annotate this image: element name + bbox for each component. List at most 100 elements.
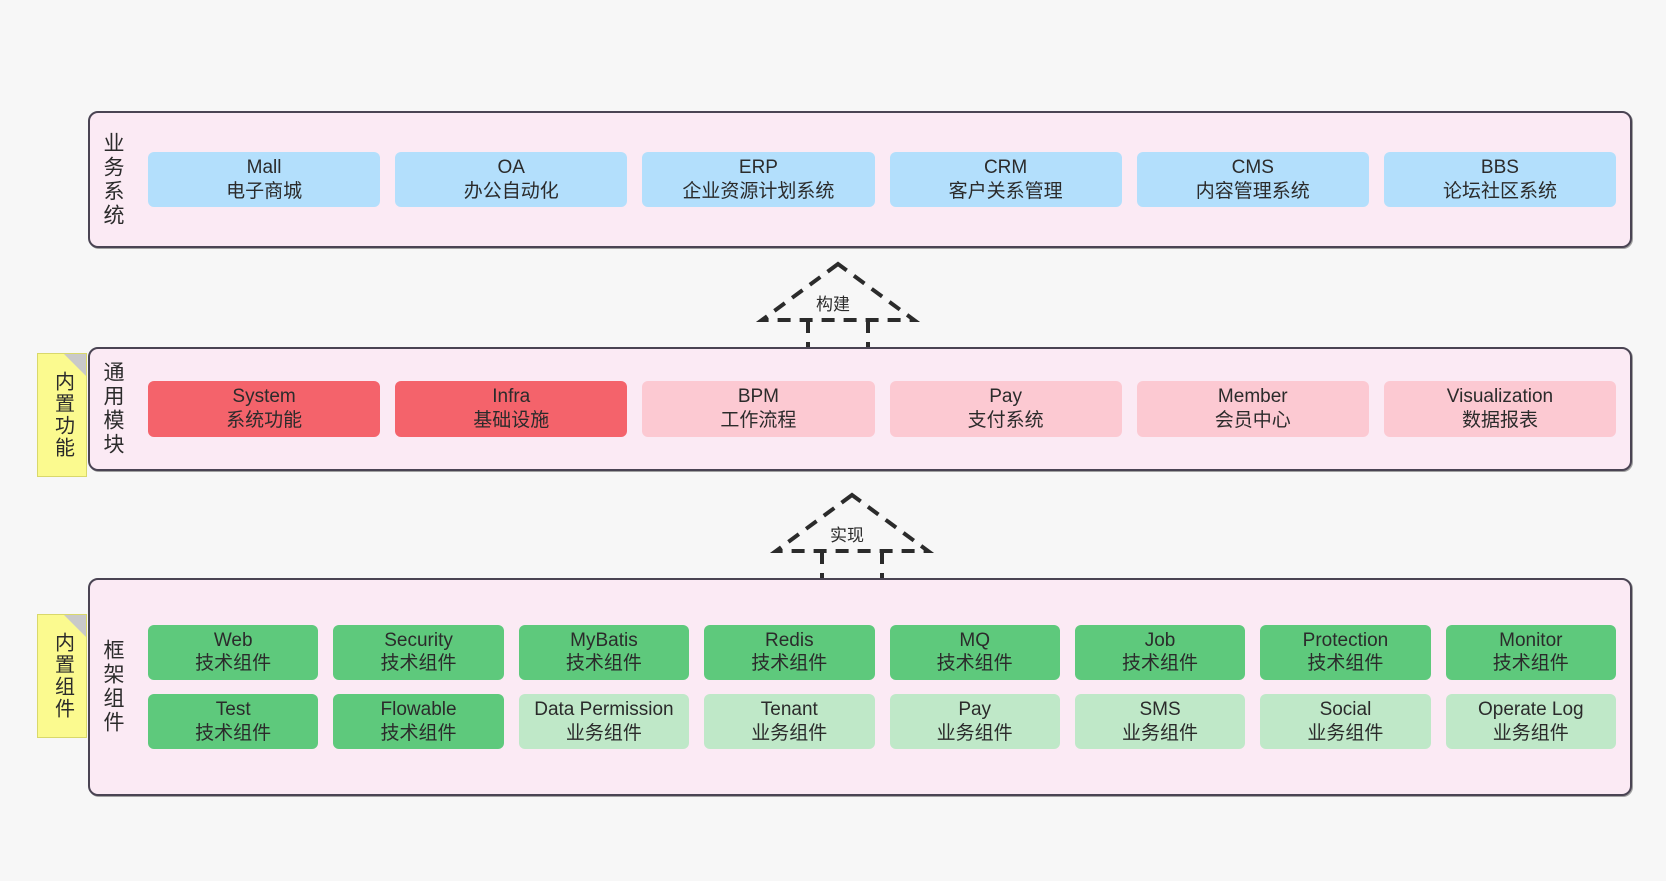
- box-title-cn: 业务组件: [751, 722, 828, 744]
- box-title-cn: 业务组件: [1122, 722, 1199, 744]
- box-title-en: Infra: [492, 386, 531, 408]
- box-crm[interactable]: CRM 客户关系管理: [889, 151, 1122, 208]
- box-security[interactable]: Security 技术组件: [333, 624, 504, 680]
- box-title-en: ERP: [738, 156, 778, 178]
- box-pay[interactable]: Pay 支付系统: [889, 381, 1122, 437]
- box-bbs[interactable]: BBS 论坛社区系统: [1383, 151, 1617, 208]
- box-system[interactable]: System 系统功能: [148, 381, 381, 437]
- box-title-cn: 电子商城: [226, 180, 303, 202]
- box-title-en: Member: [1217, 386, 1288, 408]
- box-title-en: SMS: [1139, 699, 1181, 720]
- layer-business-system[interactable]: 业务系统 Mall 电子商城 OA 办公自动化 ERP 企业资源计划系统 CRM…: [88, 111, 1632, 248]
- box-title-en: Job: [1144, 629, 1176, 651]
- box-title-cn: 技术组件: [936, 653, 1013, 675]
- box-title-en: Protection: [1302, 629, 1389, 651]
- box-infra[interactable]: Infra 基础设施: [395, 381, 628, 437]
- box-flowable[interactable]: Flowable 技术组件: [333, 694, 504, 750]
- box-title-cn: 数据报表: [1461, 410, 1538, 431]
- box-pay-biz[interactable]: Pay 业务组件: [889, 694, 1060, 750]
- box-title-cn: 支付系统: [967, 410, 1044, 431]
- box-protection[interactable]: Protection 技术组件: [1260, 624, 1431, 680]
- layer-title-framework-component: 框架组件: [101, 639, 125, 735]
- note-fold-icon: [64, 615, 86, 637]
- box-title-en: Pay: [989, 386, 1022, 408]
- box-mybatis[interactable]: MyBatis 技术组件: [518, 624, 690, 680]
- box-title-en: Tenant: [760, 699, 818, 720]
- box-tenant[interactable]: Tenant 业务组件: [704, 694, 875, 750]
- box-title-cn: 客户关系管理: [948, 180, 1063, 202]
- box-bpm[interactable]: BPM 工作流程: [642, 381, 875, 437]
- box-title-cn: 业务组件: [1307, 722, 1384, 744]
- box-title-en: CMS: [1231, 156, 1274, 178]
- box-cms[interactable]: CMS 内容管理系统: [1136, 151, 1369, 208]
- box-sms[interactable]: SMS 业务组件: [1074, 694, 1246, 750]
- box-title-en: Data Permission: [534, 699, 674, 720]
- box-title-cn: 工作流程: [720, 410, 797, 431]
- box-member[interactable]: Member 会员中心: [1136, 381, 1369, 437]
- connector-build-label: 构建: [814, 290, 852, 315]
- box-title-cn: 技术组件: [1122, 653, 1199, 675]
- box-social[interactable]: Social 业务组件: [1260, 694, 1431, 750]
- box-title-en: System: [232, 386, 296, 408]
- layer-boxes-framework-component: Web 技术组件 Security 技术组件 MyBatis 技术组件 Redi…: [134, 580, 1630, 794]
- box-mq[interactable]: MQ 技术组件: [889, 624, 1060, 680]
- box-title-en: Monitor: [1499, 629, 1563, 651]
- note-builtin-component[interactable]: 内置组件: [37, 614, 87, 738]
- box-title-cn: 业务组件: [565, 722, 642, 744]
- layer-framework-component[interactable]: 框架组件 Web 技术组件 Security 技术组件 MyBatis 技术组件…: [88, 578, 1632, 796]
- box-title-en: BPM: [737, 386, 780, 408]
- box-title-cn: 技术组件: [1492, 653, 1569, 675]
- box-title-cn: 业务组件: [1492, 722, 1569, 744]
- layer-title-common-module: 通用模块: [101, 361, 125, 457]
- note-fold-icon: [64, 354, 86, 376]
- connector-implement-label: 实现: [828, 521, 866, 546]
- box-oa[interactable]: OA 办公自动化: [395, 151, 628, 208]
- box-title-en: Test: [215, 699, 251, 720]
- box-title-en: Mall: [246, 156, 282, 178]
- box-title-cn: 基础设施: [473, 410, 550, 431]
- note-label: 内置组件: [51, 632, 74, 720]
- box-erp[interactable]: ERP 企业资源计划系统: [642, 151, 875, 208]
- box-operate-log[interactable]: Operate Log 业务组件: [1445, 694, 1616, 750]
- note-label: 内置功能: [51, 371, 74, 459]
- box-title-en: Web: [213, 629, 253, 651]
- box-mall[interactable]: Mall 电子商城: [148, 151, 381, 208]
- box-title-cn: 会员中心: [1214, 410, 1291, 431]
- box-row: Mall 电子商城 OA 办公自动化 ERP 企业资源计划系统 CRM 客户关系…: [148, 151, 1617, 208]
- box-title-en: MyBatis: [570, 629, 638, 651]
- box-row: Test 技术组件 Flowable 技术组件 Data Permission …: [148, 694, 1616, 750]
- box-test[interactable]: Test 技术组件: [148, 694, 319, 750]
- box-title-en: Visualization: [1446, 386, 1554, 408]
- box-data-permission[interactable]: Data Permission 业务组件: [518, 694, 690, 750]
- box-title-cn: 技术组件: [195, 653, 272, 675]
- box-title-cn: 论坛社区系统: [1442, 180, 1557, 202]
- box-web[interactable]: Web 技术组件: [148, 624, 319, 680]
- box-title-cn: 技术组件: [751, 653, 828, 675]
- box-title-en: Redis: [765, 629, 814, 651]
- box-title-en: MQ: [959, 629, 990, 651]
- layer-boxes-business-system: Mall 电子商城 OA 办公自动化 ERP 企业资源计划系统 CRM 客户关系…: [134, 113, 1630, 246]
- box-title-en: Pay: [958, 699, 992, 720]
- box-title-cn: 业务组件: [936, 722, 1013, 744]
- box-job[interactable]: Job 技术组件: [1074, 624, 1246, 680]
- box-title-cn: 内容管理系统: [1195, 180, 1310, 202]
- note-builtin-function[interactable]: 内置功能: [37, 353, 87, 477]
- box-title-en: CRM: [983, 156, 1028, 178]
- layer-common-module[interactable]: 通用模块 System 系统功能 Infra 基础设施 BPM 工作流程 Pay…: [88, 347, 1632, 471]
- layer-title-business-system: 业务系统: [101, 131, 125, 228]
- box-title-cn: 技术组件: [380, 653, 457, 675]
- box-title-cn: 技术组件: [380, 722, 457, 744]
- box-title-cn: 技术组件: [565, 653, 642, 675]
- box-redis[interactable]: Redis 技术组件: [704, 624, 875, 680]
- box-title-cn: 企业资源计划系统: [682, 180, 835, 202]
- box-title-en: Operate Log: [1477, 699, 1584, 720]
- box-row: System 系统功能 Infra 基础设施 BPM 工作流程 Pay 支付系统…: [148, 381, 1617, 437]
- box-visualization[interactable]: Visualization 数据报表: [1383, 381, 1617, 437]
- box-title-en: BBS: [1480, 156, 1519, 178]
- box-title-en: Social: [1319, 699, 1372, 720]
- box-monitor[interactable]: Monitor 技术组件: [1445, 624, 1616, 680]
- box-title-cn: 办公自动化: [463, 180, 559, 202]
- box-title-cn: 技术组件: [1307, 653, 1384, 675]
- box-row: Web 技术组件 Security 技术组件 MyBatis 技术组件 Redi…: [148, 624, 1616, 680]
